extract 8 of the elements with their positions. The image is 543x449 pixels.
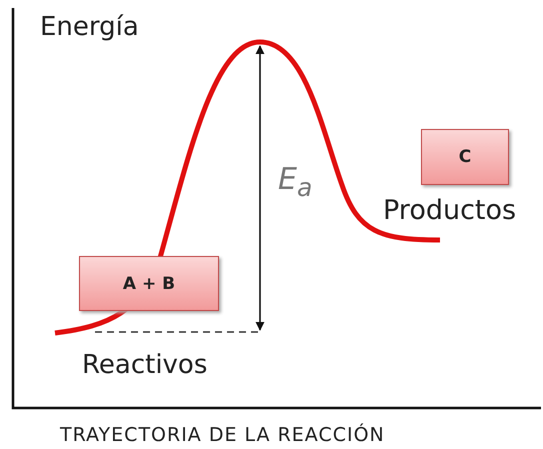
box-label: C [458, 147, 472, 167]
energy-label: E$_{a}$ [278, 165, 312, 200]
axis-title: Energía [40, 14, 139, 40]
box-label: A + B [122, 274, 176, 294]
state-label: Reactivos [82, 352, 208, 378]
text-box [421, 129, 509, 185]
state-label: Productos [383, 197, 516, 224]
text-box [79, 256, 219, 311]
